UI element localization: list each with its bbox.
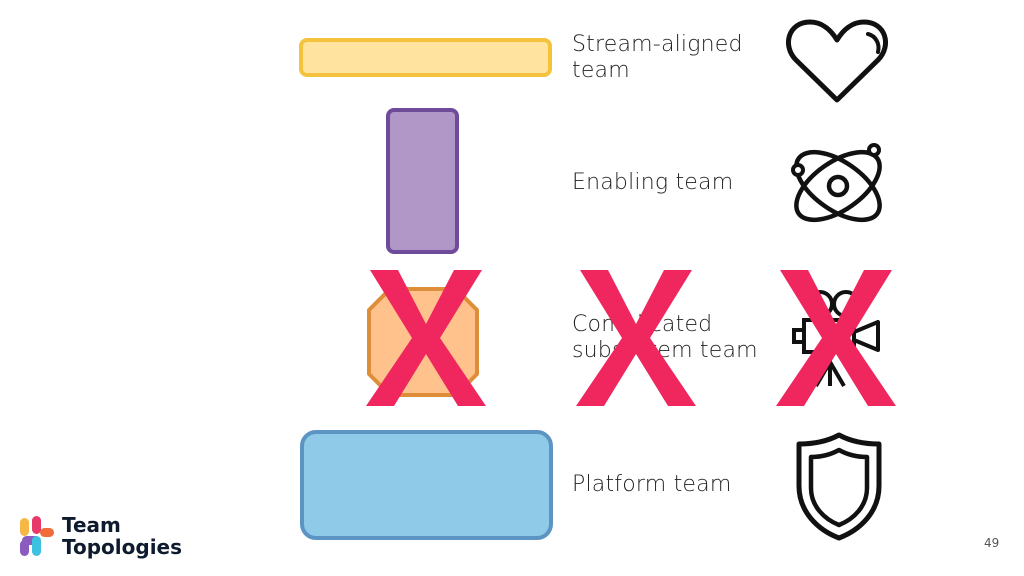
- logo-wordmark: Team Topologies: [62, 514, 182, 558]
- platform-label: Platform team: [572, 472, 731, 498]
- page-number: 49: [984, 536, 1000, 550]
- enabling-shape: [386, 108, 459, 254]
- label-line: Enabling team: [572, 170, 734, 195]
- platform-shape: [300, 430, 553, 540]
- stream-aligned-label: Stream-aligned team: [572, 32, 743, 84]
- label-line: Stream-aligned: [572, 32, 743, 57]
- logo-line-team: Team: [62, 513, 121, 537]
- heart-icon: [786, 19, 888, 103]
- cross-mark-label: [576, 270, 696, 406]
- cross-mark-shape: [366, 270, 486, 406]
- shield-icon: [796, 432, 882, 541]
- cross-mark-icon: [776, 270, 896, 406]
- label-line: Platform team: [572, 472, 732, 497]
- team-topologies-logo-icon: [20, 516, 54, 556]
- logo-line-topologies: Topologies: [62, 535, 183, 559]
- stream-aligned-shape: [299, 38, 552, 77]
- atom-icon: [791, 143, 882, 223]
- label-line: team: [572, 58, 630, 83]
- label-line: subsystem team: [572, 338, 758, 363]
- enabling-label: Enabling team: [572, 170, 733, 196]
